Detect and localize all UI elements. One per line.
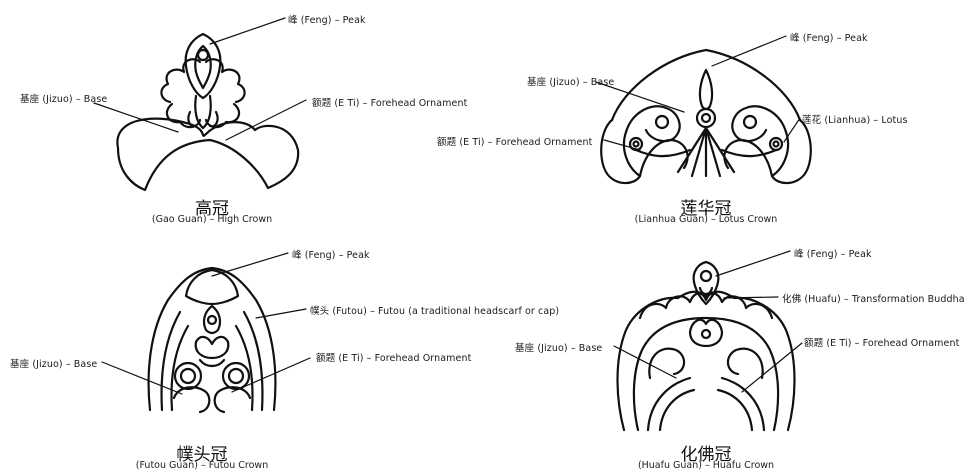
huafu-peak-label: 峰 (Feng) – Peak <box>794 246 872 260</box>
lianhua-subtitle: (Lianhua Guan) – Lotus Crown <box>576 214 836 225</box>
lianhua-guan-drawing <box>601 50 811 183</box>
lianhua-lotus-label: 莲花 (Lianhua) – Lotus <box>802 112 908 126</box>
gao-forehead-label: 额题 (E Ti) – Forehead Ornament <box>312 95 467 109</box>
huafu-forehead-label: 额题 (E Ti) – Forehead Ornament <box>804 335 966 349</box>
huafu-subtitle: (Huafu Guan) – Huafu Crown <box>576 460 836 471</box>
huafu-buddha-label: 化佛 (Huafu) – Transformation Buddha <box>782 291 966 305</box>
gao-guan-drawing <box>117 34 298 190</box>
huafu-guan-drawing <box>618 262 795 430</box>
futou-guan-drawing <box>149 268 276 412</box>
huafu-base-label: 基座 (Jizuo) – Base <box>515 340 602 354</box>
lianhua-peak-label: 峰 (Feng) – Peak <box>790 30 868 44</box>
futou-futou-label: 幞头 (Futou) – Futou (a traditional headsc… <box>310 303 559 317</box>
gao-base-label: 基座 (Jizuo) – Base <box>20 91 107 105</box>
lianhua-base-label: 基座 (Jizuo) – Base <box>527 74 614 88</box>
gao-subtitle: (Gao Guan) – High Crown <box>82 214 342 225</box>
futou-subtitle: (Futou Guan) – Futou Crown <box>72 460 332 471</box>
lianhua-forehead-label: 额题 (E Ti) – Forehead Ornament <box>437 134 592 148</box>
futou-forehead-label: 额题 (E Ti) – Forehead Ornament <box>316 350 471 364</box>
gao-peak-label: 峰 (Feng) – Peak <box>288 12 366 26</box>
futou-base-label: 基座 (Jizuo) – Base <box>10 356 97 370</box>
futou-peak-label: 峰 (Feng) – Peak <box>292 247 370 261</box>
